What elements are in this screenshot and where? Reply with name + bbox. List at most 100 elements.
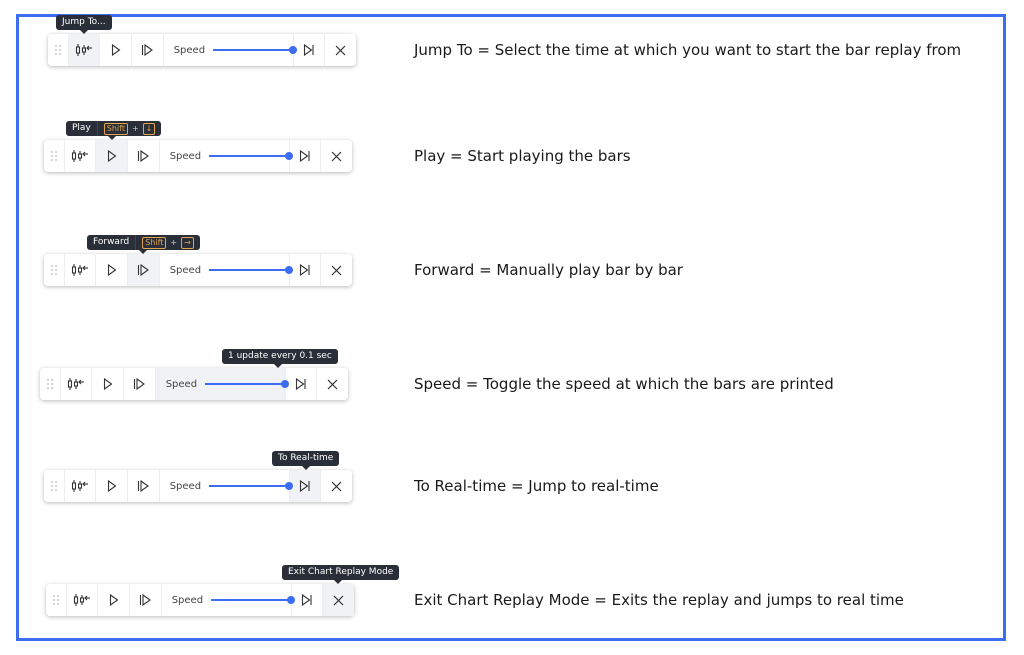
- drag-handle-button[interactable]: [44, 470, 65, 502]
- play-button[interactable]: [96, 140, 129, 172]
- drag-handle-icon: [46, 378, 54, 390]
- speed-slider-knob[interactable]: [288, 46, 297, 54]
- tooltip-text: Exit Chart Replay Mode: [288, 567, 394, 577]
- drag-handle-icon: [54, 44, 62, 56]
- close-icon: [327, 379, 338, 390]
- tooltip-text: Play: [72, 123, 91, 133]
- speed-control[interactable]: Speed: [160, 254, 293, 286]
- drag-handle-icon: [52, 594, 60, 606]
- drag-handle-button[interactable]: [44, 140, 65, 172]
- speed-slider[interactable]: [211, 596, 295, 604]
- to-real-time-button[interactable]: [294, 34, 326, 66]
- speed-label: Speed: [169, 150, 202, 162]
- shortcut-key: Shift: [103, 122, 128, 135]
- play-button[interactable]: [96, 470, 129, 502]
- close-button[interactable]: [321, 140, 352, 172]
- close-icon: [335, 45, 346, 56]
- description-text: Forward = Manually play bar by bar: [414, 261, 683, 279]
- close-icon: [331, 151, 342, 162]
- close-button[interactable]: [317, 368, 348, 400]
- jump-to-button[interactable]: [67, 584, 99, 616]
- forward-button[interactable]: [128, 470, 160, 502]
- description-text: To Real-time = Jump to real-time: [414, 477, 659, 495]
- to-real-time-button[interactable]: [292, 584, 324, 616]
- shortcut-arrow-key: ↓: [142, 122, 156, 135]
- replay-toolbar: Speed: [44, 470, 352, 502]
- to-real-time-button[interactable]: [290, 254, 322, 286]
- replay-toolbar: Speed: [48, 34, 356, 66]
- tooltip-text: Jump To...: [62, 17, 106, 27]
- jump-to-button[interactable]: [61, 368, 93, 400]
- tooltip-text: 1 update every 0.1 sec: [228, 351, 332, 361]
- to-real-time-button[interactable]: [286, 368, 318, 400]
- tooltip: Forward Shift+→: [87, 235, 200, 254]
- forward-button[interactable]: [124, 368, 156, 400]
- jump-to-button[interactable]: [68, 34, 101, 66]
- speed-control[interactable]: Speed: [160, 140, 293, 172]
- to-real-time-button[interactable]: [289, 470, 322, 502]
- forward-button[interactable]: [128, 140, 160, 172]
- speed-slider[interactable]: [213, 46, 297, 54]
- close-button[interactable]: [325, 34, 356, 66]
- speed-slider-knob[interactable]: [284, 266, 293, 274]
- tooltip: Play Shift+↓: [66, 121, 162, 140]
- jump-to-button[interactable]: [65, 254, 97, 286]
- speed-slider-knob[interactable]: [284, 152, 293, 160]
- forward-button[interactable]: [130, 584, 162, 616]
- drag-handle-button[interactable]: [48, 34, 69, 66]
- drag-handle-icon: [50, 150, 58, 162]
- play-button[interactable]: [100, 34, 133, 66]
- jump-to-icon: [71, 479, 89, 493]
- speed-slider-knob[interactable]: [280, 380, 289, 388]
- speed-slider[interactable]: [209, 482, 293, 490]
- speed-slider[interactable]: [209, 152, 293, 160]
- tooltip: Exit Chart Replay Mode: [282, 565, 400, 584]
- forward-icon: [139, 594, 152, 606]
- jump-to-icon: [75, 43, 93, 57]
- close-button[interactable]: [321, 254, 352, 286]
- replay-toolbar: Speed: [44, 254, 352, 286]
- jump-to-icon: [71, 149, 89, 163]
- replay-toolbar: Speed: [44, 140, 352, 172]
- speed-slider-knob[interactable]: [286, 596, 295, 604]
- speed-label: Speed: [165, 378, 198, 390]
- to-real-time-icon: [301, 594, 313, 606]
- description-text: Speed = Toggle the speed at which the ba…: [414, 375, 834, 393]
- tooltip-text: To Real-time: [278, 453, 334, 463]
- play-button[interactable]: [96, 254, 129, 286]
- drag-handle-button[interactable]: [46, 584, 67, 616]
- speed-control[interactable]: Speed: [160, 470, 293, 502]
- speed-control[interactable]: Speed: [164, 34, 297, 66]
- close-button[interactable]: [323, 584, 354, 616]
- speed-control[interactable]: Speed: [162, 584, 295, 616]
- speed-slider-knob[interactable]: [284, 482, 293, 490]
- jump-to-icon: [73, 593, 91, 607]
- speed-slider[interactable]: [205, 380, 289, 388]
- shortcut-plus: +: [131, 124, 139, 133]
- shortcut-plus: +: [170, 238, 178, 247]
- speed-label: Speed: [169, 264, 202, 276]
- to-real-time-icon: [299, 264, 311, 276]
- jump-to-button[interactable]: [65, 470, 97, 502]
- forward-button[interactable]: [132, 34, 164, 66]
- forward-icon: [137, 150, 150, 162]
- close-icon: [333, 595, 344, 606]
- to-real-time-button[interactable]: [290, 140, 322, 172]
- play-icon: [107, 264, 117, 276]
- drag-handle-button[interactable]: [44, 254, 65, 286]
- to-real-time-icon: [303, 44, 315, 56]
- play-button[interactable]: [92, 368, 125, 400]
- speed-slider[interactable]: [209, 266, 293, 274]
- jump-to-button[interactable]: [65, 140, 97, 172]
- drag-handle-button[interactable]: [40, 368, 61, 400]
- speed-control[interactable]: Speed: [155, 368, 289, 400]
- to-real-time-icon: [299, 150, 311, 162]
- description-text: Play = Start playing the bars: [414, 147, 631, 165]
- forward-icon: [133, 378, 146, 390]
- drag-handle-icon: [50, 264, 58, 276]
- play-button[interactable]: [98, 584, 131, 616]
- close-button[interactable]: [321, 470, 352, 502]
- forward-button[interactable]: [128, 254, 160, 286]
- play-icon: [111, 44, 121, 56]
- play-icon: [107, 480, 117, 492]
